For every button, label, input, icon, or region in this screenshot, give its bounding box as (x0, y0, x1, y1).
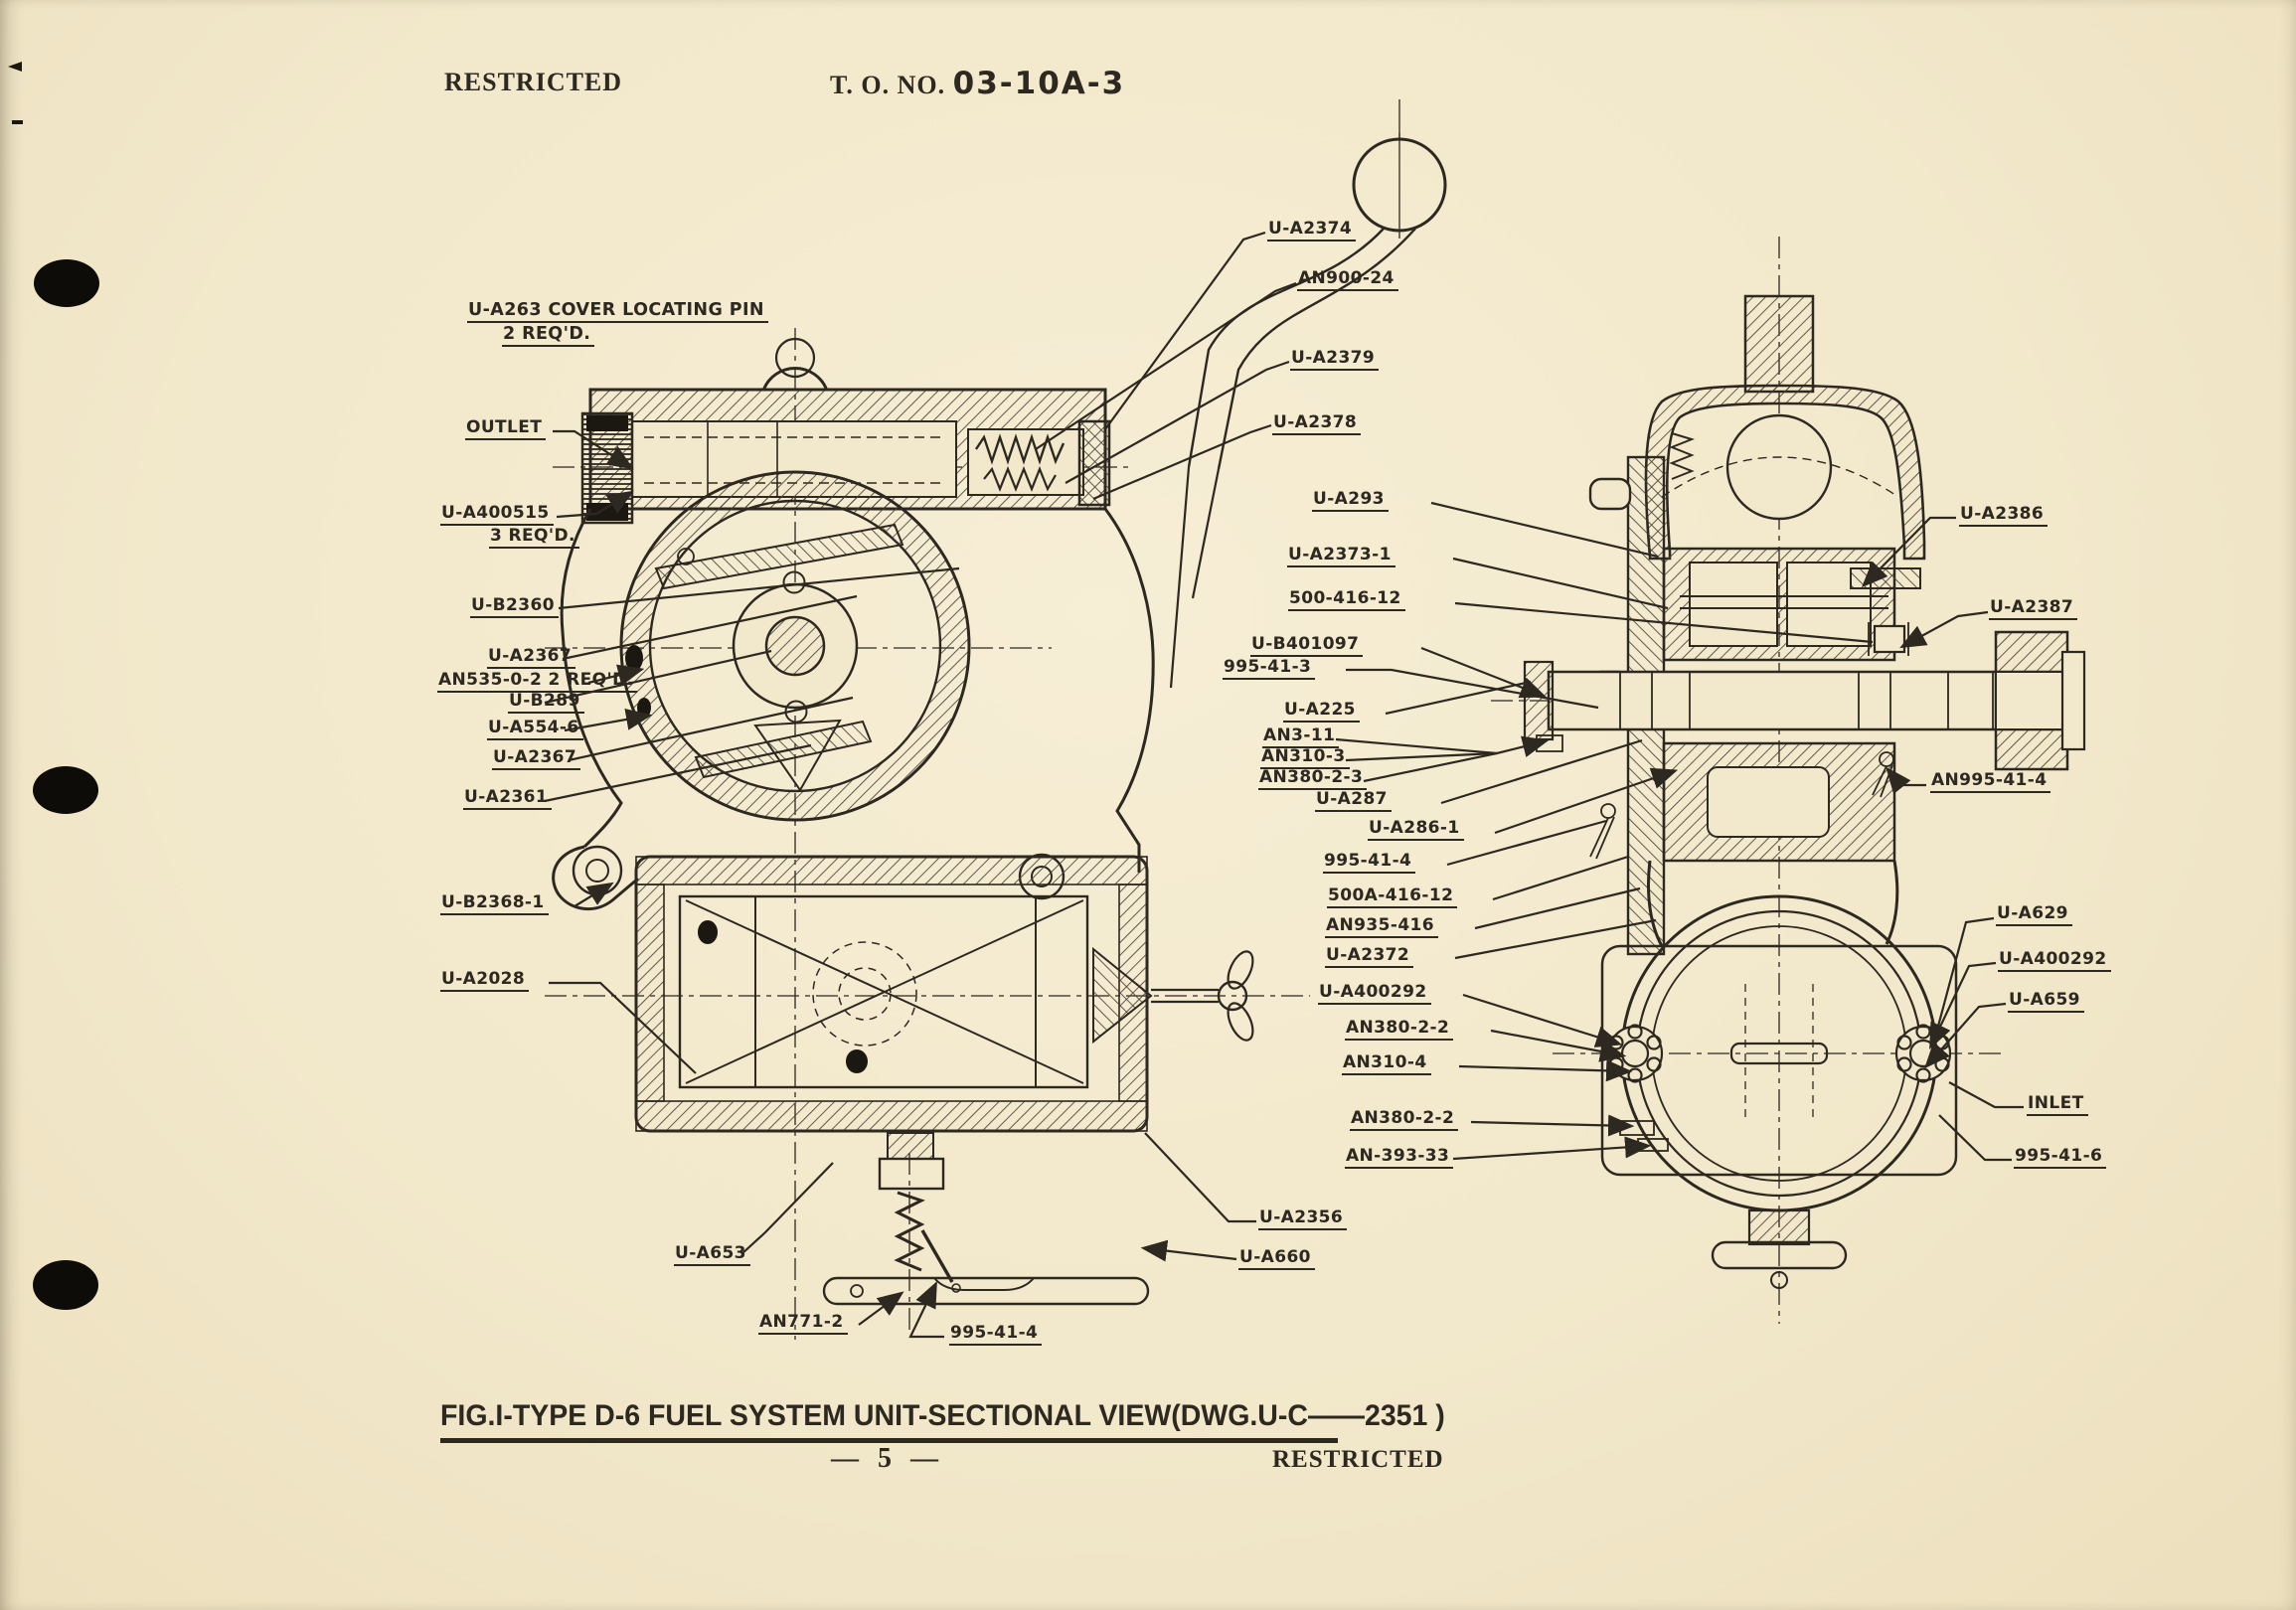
callout-u-a225: U-A225 (1283, 701, 1360, 723)
callout-an310-3: AN310-3 (1260, 747, 1350, 769)
scan-mark-2 (12, 120, 23, 124)
right-sectional-view (1523, 294, 2086, 1289)
callout-outlet: OUTLET (465, 418, 547, 440)
callout-u-a400292-mid: U-A400292 (1318, 983, 1431, 1005)
callout-an3-11: AN3-11 (1262, 726, 1340, 748)
callout-an771-2: AN771-2 (758, 1313, 848, 1335)
callout-u-a554-6: U-A554-6 (487, 719, 583, 740)
callout-u-a2378: U-A2378 (1272, 413, 1362, 435)
scan-mark-1 (8, 62, 22, 72)
callout-u-b2360: U-B2360 (470, 596, 559, 618)
callout-500a-416-12: 500A-416-12 (1327, 886, 1458, 908)
to-prefix: T. O. NO. (830, 71, 946, 99)
callout-u-a653: U-A653 (674, 1244, 750, 1266)
callout-u-a2379: U-A2379 (1290, 349, 1380, 371)
callout-u-a659: U-A659 (2008, 991, 2084, 1013)
callout-u-a2028: U-A2028 (440, 970, 530, 992)
callout-995-41-4-mid: 995-41-4 (1323, 852, 1416, 874)
caption-underline (440, 1438, 1338, 1443)
punch-hole-top (34, 259, 99, 307)
callout-u-b401097: U-B401097 (1250, 635, 1364, 657)
callout-an380-2-3: AN380-2-3 (1258, 768, 1368, 790)
callout-500-416-12: 500-416-12 (1288, 589, 1405, 611)
callout-u-a400292-right: U-A400292 (1998, 950, 2111, 972)
punch-hole-bottom (33, 1260, 98, 1310)
callout-995-41-6: 995-41-6 (2014, 1147, 2107, 1169)
callout-u-a629: U-A629 (1996, 904, 2072, 926)
note-cover-locating-pin: U-A263 COVER LOCATING PIN (467, 300, 768, 324)
callout-u-a660: U-A660 (1238, 1248, 1315, 1270)
callout-u-a2373-1: U-A2373-1 (1287, 546, 1395, 567)
callout-u-a286-1: U-A286-1 (1368, 819, 1464, 841)
page-number: — 5 — (831, 1443, 944, 1474)
callout-u-a2361: U-A2361 (463, 788, 553, 810)
callout-an310-4: AN310-4 (1342, 1053, 1431, 1075)
callout-an380-2-2-upper: AN380-2-2 (1345, 1019, 1454, 1041)
callout-u-a2367-upper: U-A2367 (487, 647, 576, 669)
callout-995-41-3: 995-41-3 (1223, 658, 1316, 680)
footer-classification: RESTRICTED (1272, 1446, 1444, 1473)
callout-u-a2372: U-A2372 (1325, 946, 1414, 968)
callout-u-a2387: U-A2387 (1989, 598, 2078, 620)
callout-u-a287: U-A287 (1315, 790, 1392, 812)
callout-u-b289: U-B289 (508, 692, 584, 714)
callout-an935-416: AN935-416 (1325, 916, 1439, 938)
header-doc-number: T. O. NO. 03-10A-3 (830, 66, 1125, 101)
left-sectional-view (552, 99, 1447, 1306)
callout-an380-2-2-lower: AN380-2-2 (1350, 1109, 1459, 1131)
callout-u-b2368-1: U-B2368-1 (440, 893, 549, 915)
callout-u-a2386: U-A2386 (1959, 505, 2049, 527)
callout-an-393-33: AN-393-33 (1345, 1147, 1454, 1169)
figure-caption: FIG.I-TYPE D-6 FUEL SYSTEM UNIT-SECTIONA… (440, 1399, 1445, 1432)
callout-an995-41-4: AN995-41-4 (1930, 771, 2051, 793)
callout-u-a293: U-A293 (1312, 490, 1389, 512)
note-qty: 2 REQ'D. (502, 324, 595, 348)
callout-u-a400515: U-A400515 (440, 504, 554, 526)
to-number: 03-10A-3 (952, 66, 1126, 101)
callout-u-a2374: U-A2374 (1267, 220, 1357, 242)
callout-u-a2356: U-A2356 (1258, 1208, 1348, 1230)
callout-u-a400515-qty: 3 REQ'D. (489, 527, 579, 549)
callout-995-41-4-drain: 995-41-4 (949, 1324, 1043, 1346)
callout-inlet: INLET (2027, 1094, 2088, 1116)
callout-u-a2367-lower: U-A2367 (492, 748, 581, 770)
leader-lines (544, 231, 2024, 1339)
header-classification: RESTRICTED (444, 68, 623, 96)
callout-an900-24: AN900-24 (1297, 269, 1398, 291)
callout-an535-0-2: AN535-0-2 2 REQ'D. (437, 671, 638, 693)
punch-hole-middle (33, 766, 98, 814)
